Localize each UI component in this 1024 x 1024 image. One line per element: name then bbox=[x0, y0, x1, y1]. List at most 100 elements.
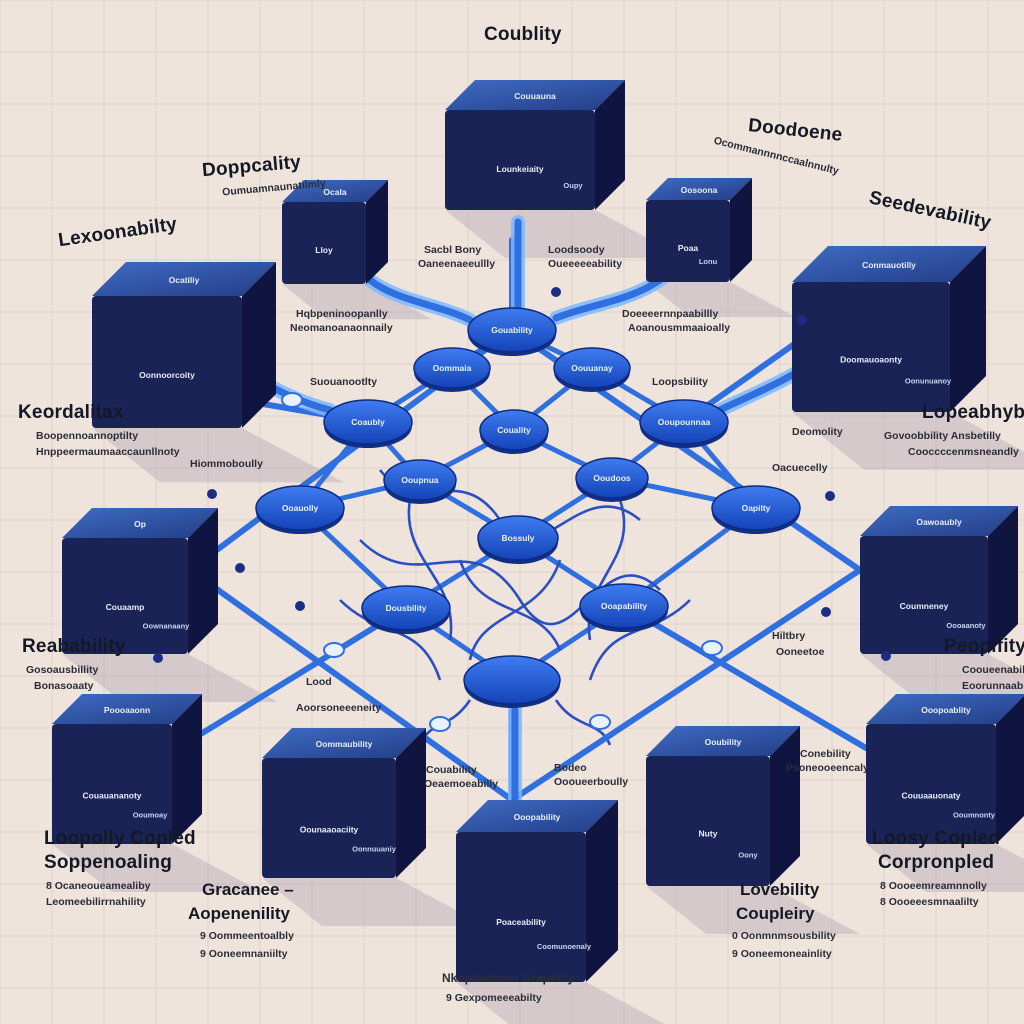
cube-front-face bbox=[52, 724, 172, 844]
cube-front-label: Oounaaoaciity bbox=[300, 824, 359, 834]
label-loosy-sub1: 8 Oooeemreamnnolly bbox=[880, 880, 987, 892]
cubes-layer: CouuaunaLounkeiaityOupyOcalaLloyOosoonaP… bbox=[52, 80, 1024, 982]
ann-lood: Lood bbox=[306, 676, 332, 688]
cube-front-face bbox=[866, 724, 996, 844]
outer-wire-5 bbox=[621, 603, 869, 751]
ann-dosorn-sub: Aoanousmmaaioally bbox=[628, 322, 731, 334]
label-gracanee-sub1: 9 Oommeentoalbly bbox=[200, 930, 294, 942]
cube-top-face bbox=[860, 506, 1018, 536]
cube-front-label: Lounkeiaity bbox=[496, 164, 544, 174]
cube-side-face bbox=[396, 728, 426, 878]
cube-front-label: Poaa bbox=[678, 243, 699, 253]
ann-conebility-sub: Psoneooeencaly bbox=[786, 762, 869, 774]
node-n7: Ooupnua bbox=[383, 459, 457, 504]
label-reabability-sub2: Bonasoaaty bbox=[34, 680, 94, 692]
cube-top-label: Conmauotilly bbox=[862, 260, 916, 270]
ann-bodeo-sub: Oooueerboully bbox=[554, 776, 629, 788]
cube-front-label: Poaceability bbox=[496, 917, 546, 927]
cube-top-face bbox=[646, 178, 752, 200]
node-n8: Ooudoos bbox=[575, 457, 649, 502]
cube-top-label: Oosoona bbox=[681, 185, 718, 195]
cube-top-label: Poooaaonn bbox=[104, 705, 150, 715]
tangle-wire-4 bbox=[458, 559, 562, 651]
cube-front-face bbox=[646, 756, 770, 886]
label-lovebility-sub2: 9 Ooneemoneainlity bbox=[732, 948, 832, 960]
label-coupleiry: Coupleiry bbox=[736, 904, 815, 923]
cube-front-label: Nuty bbox=[699, 829, 718, 839]
cube-front-face bbox=[445, 110, 595, 210]
cube-side-face bbox=[595, 80, 625, 210]
cube-top-face bbox=[445, 80, 625, 110]
cube-top-label: Op bbox=[134, 519, 146, 529]
label-loopolly-sub2: Leomeebilirrnahility bbox=[46, 896, 146, 908]
label-aopenenility: Aopenenility bbox=[188, 904, 291, 923]
node-label: Bossuly bbox=[501, 533, 534, 543]
dot-3 bbox=[551, 287, 561, 297]
node-n3: Oouuanay bbox=[553, 347, 631, 392]
ann-bodeo: Bodeo bbox=[554, 762, 587, 774]
node-label: Gouability bbox=[491, 325, 533, 335]
outer-wire-4 bbox=[175, 605, 409, 751]
cube-front-face bbox=[92, 296, 242, 428]
cube-side-face bbox=[730, 178, 752, 282]
tangle-wire-1 bbox=[359, 539, 661, 626]
cube-top-face bbox=[262, 728, 426, 758]
node-body bbox=[575, 457, 649, 499]
ann-sacbl: Sacbl Bony bbox=[424, 244, 482, 256]
cube-side-label: Oony bbox=[738, 850, 758, 859]
node-body bbox=[383, 459, 457, 501]
node-body bbox=[467, 307, 557, 353]
cube-front-face bbox=[262, 758, 396, 878]
tangle-wire-7 bbox=[588, 599, 691, 681]
node-n12: Dousbility bbox=[361, 585, 451, 634]
node-body bbox=[477, 515, 559, 561]
cube-front-face bbox=[282, 202, 366, 284]
ann-dosorn: Doeeeernnpaabillly bbox=[622, 308, 719, 320]
cube-top-label: Ooopoablity bbox=[921, 705, 971, 715]
cube-front-label: Couauananoty bbox=[82, 790, 141, 800]
cube-front-face bbox=[792, 282, 950, 412]
label-keordalitax-sub2: Hnppeermaumaaccaunllnoty bbox=[36, 446, 180, 458]
cube-shadow bbox=[860, 654, 1024, 702]
cube-side-label: Lonu bbox=[699, 257, 718, 266]
cube-front-label: Lloy bbox=[315, 245, 333, 255]
cube-top-face bbox=[456, 800, 618, 832]
label-corpronpled: Corpronpled bbox=[878, 852, 995, 873]
cube-side-face bbox=[172, 694, 202, 844]
cube-top-face bbox=[52, 694, 202, 724]
connector-1 bbox=[323, 642, 345, 658]
node-n14 bbox=[463, 655, 561, 708]
cube-side-label: Coomunoenaly bbox=[537, 942, 592, 951]
node-label: Ooapability bbox=[601, 601, 648, 611]
cube-shadow bbox=[866, 844, 1024, 892]
cube-front-face bbox=[456, 832, 586, 982]
cube-shadow bbox=[646, 282, 796, 318]
cube-shadow bbox=[282, 284, 432, 320]
node-label: Ooauolly bbox=[282, 503, 319, 513]
cube-top-label: Ocatiliy bbox=[169, 275, 200, 285]
cube-front-label: Doomauoaonty bbox=[840, 355, 902, 365]
dot-6 bbox=[821, 607, 831, 617]
cube-front-face bbox=[646, 200, 730, 282]
ann-deomolity-sub: Oacuecelly bbox=[772, 462, 828, 474]
cube-side-label: Oonunuanoy bbox=[905, 376, 952, 385]
cube-shadows bbox=[52, 210, 1024, 1024]
node-label: Oommaia bbox=[433, 363, 472, 373]
cube-side-label: Oooaanoty bbox=[946, 621, 986, 630]
node-n4: Coaubly bbox=[323, 399, 413, 448]
dot-0 bbox=[207, 489, 217, 499]
label-peopifity-sub1: Cooueenabilly bbox=[962, 664, 1024, 676]
cube-top-label: Oawoaubly bbox=[916, 517, 962, 527]
label-reabability: Reabability bbox=[22, 636, 126, 657]
